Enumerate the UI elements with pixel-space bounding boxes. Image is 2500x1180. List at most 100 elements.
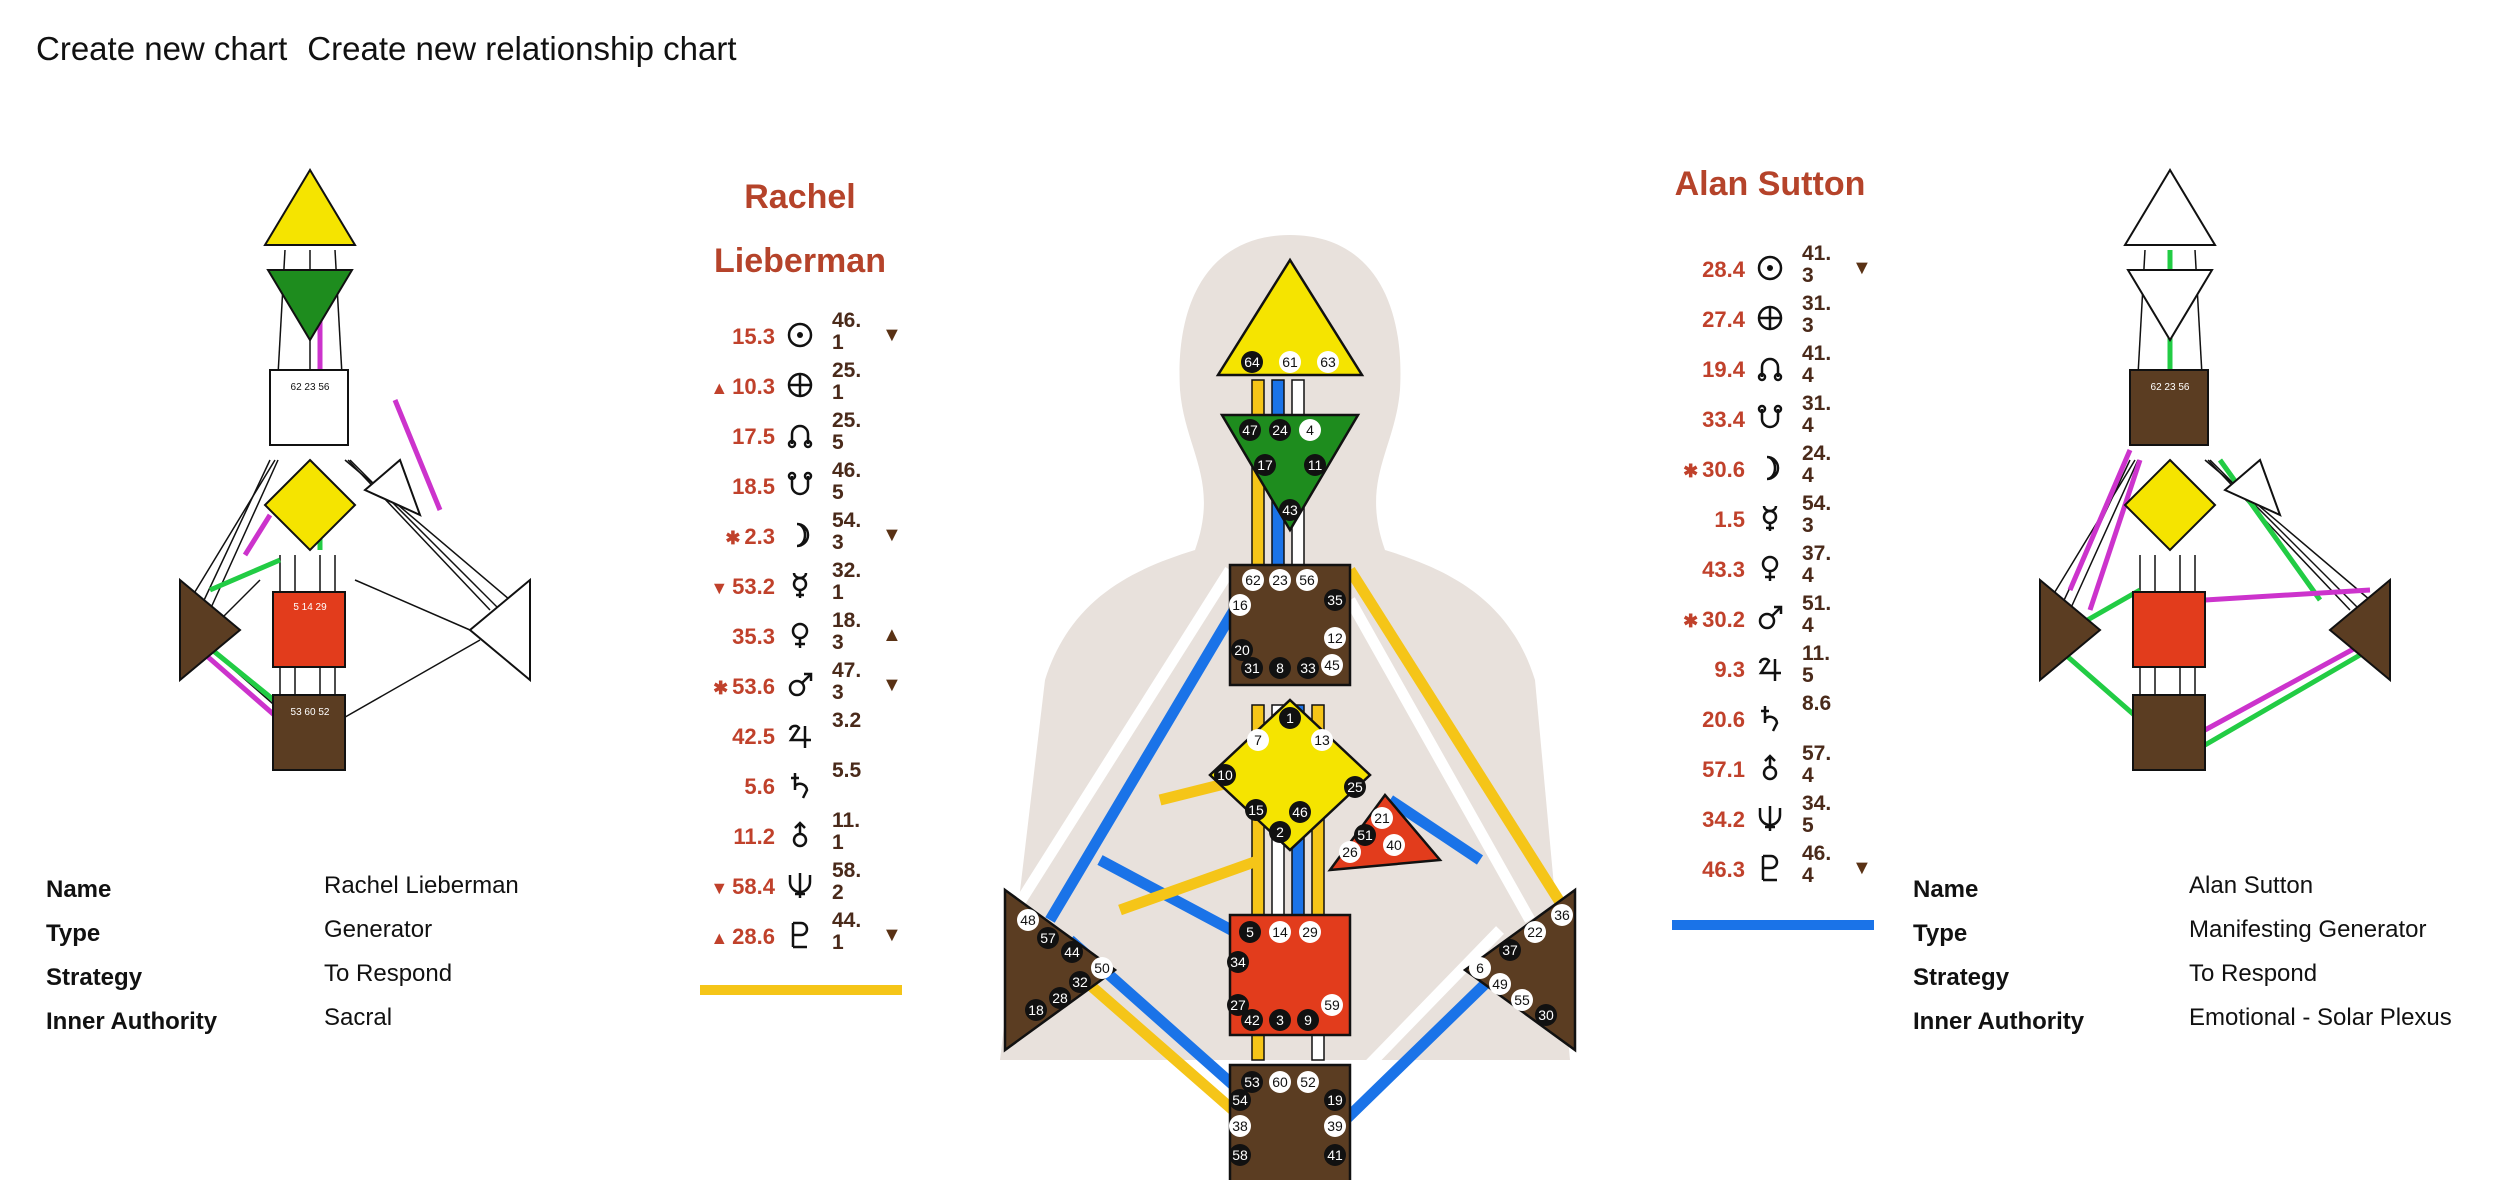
- svg-text:3: 3: [1276, 1012, 1284, 1028]
- svg-text:40: 40: [1386, 837, 1402, 853]
- left-bodygraph: 53 60 52 5 14 29 62 23 56: [179, 168, 531, 771]
- svg-text:45: 45: [1324, 657, 1340, 673]
- authority-value: Emotional - Solar Plexus: [2189, 1004, 2452, 1031]
- earth-icon: [785, 370, 815, 405]
- mars-icon: [1755, 603, 1785, 638]
- sun-icon: [1755, 253, 1785, 288]
- svg-text:24: 24: [1272, 422, 1288, 438]
- activation-marker: ✱: [725, 528, 741, 548]
- activation-value: 57.1: [1625, 757, 1745, 783]
- svg-text:61: 61: [1282, 354, 1298, 370]
- activation-value: 27.4: [1625, 307, 1745, 333]
- activation-value: 11.2: [655, 824, 775, 850]
- design-value: 24.4: [1802, 442, 1832, 487]
- activation-number: 43.3: [1702, 557, 1745, 582]
- activation-value: ▲28.6: [655, 924, 775, 950]
- svg-text:58: 58: [1232, 1147, 1248, 1163]
- svg-text:56: 56: [1299, 572, 1315, 588]
- type-value: Generator: [324, 916, 433, 943]
- activation-number: 30.2: [1702, 607, 1745, 632]
- svg-text:37: 37: [1502, 942, 1518, 958]
- strategy-value: To Respond: [2189, 960, 2318, 987]
- strategy-label: Strategy: [46, 964, 143, 991]
- svg-text:13: 13: [1314, 732, 1330, 748]
- design-value: 41.3: [1802, 242, 1832, 287]
- design-value: 44.1: [832, 909, 862, 954]
- authority-label: Inner Authority: [1913, 1008, 2085, 1035]
- design-value: 5.5: [832, 759, 862, 782]
- svg-text:29: 29: [1302, 924, 1318, 940]
- activation-value: ✱30.6: [1625, 457, 1745, 483]
- activation-value: 20.6: [1625, 707, 1745, 733]
- svg-text:44: 44: [1064, 944, 1080, 960]
- svg-text:1: 1: [1286, 710, 1294, 726]
- activation-value: 42.5: [655, 724, 775, 750]
- svg-text:34: 34: [1230, 954, 1246, 970]
- design-value: 11.5: [1802, 642, 1831, 687]
- strategy-value: To Respond: [324, 960, 453, 987]
- svg-text:17: 17: [1257, 457, 1273, 473]
- type-label: Type: [1913, 920, 1968, 947]
- name-value: Rachel Lieberman: [324, 872, 519, 899]
- svg-text:46: 46: [1292, 804, 1308, 820]
- uranus-icon: [785, 820, 815, 855]
- fixing-arrow-icon: ▼: [882, 924, 902, 946]
- svg-text:21: 21: [1374, 810, 1390, 826]
- design-value: 34.5: [1802, 792, 1832, 837]
- type-label: Type: [46, 920, 101, 947]
- activation-number: 42.5: [732, 724, 775, 749]
- svg-text:48: 48: [1020, 912, 1036, 928]
- design-value: 31.3: [1802, 292, 1832, 337]
- create-new-chart-link[interactable]: Create new chart: [36, 30, 288, 67]
- activation-number: 9.3: [1714, 657, 1745, 682]
- activation-number: 33.4: [1702, 407, 1745, 432]
- activation-marker: ✱: [1683, 611, 1699, 631]
- north-node-icon: [1755, 353, 1785, 388]
- activation-marker: ▲: [710, 928, 729, 948]
- svg-text:2: 2: [1276, 824, 1284, 840]
- activation-value: 5.6: [655, 774, 775, 800]
- design-value: 41.4: [1802, 342, 1832, 387]
- right-accent-bar: [1672, 920, 1874, 930]
- activation-number: 18.5: [732, 474, 775, 499]
- activation-number: 27.4: [1702, 307, 1745, 332]
- design-value: 57.4: [1802, 742, 1832, 787]
- venus-icon: [1755, 553, 1785, 588]
- activation-marker: ✱: [1683, 461, 1699, 481]
- svg-text:62 23 56: 62 23 56: [2151, 382, 2190, 393]
- top-nav: Create new chart Create new relationship…: [36, 30, 737, 68]
- design-value: 8.6: [1802, 692, 1832, 715]
- activation-number: 5.6: [744, 774, 775, 799]
- svg-text:27: 27: [1230, 997, 1246, 1013]
- fixing-arrow-icon: ▼: [882, 674, 902, 696]
- activation-value: 15.3: [655, 324, 775, 350]
- svg-text:49: 49: [1492, 976, 1508, 992]
- activation-value: ✱53.6: [655, 674, 775, 700]
- activation-number: 11.2: [733, 824, 775, 849]
- moon-icon: [1755, 453, 1785, 488]
- activation-number: 34.2: [1702, 807, 1745, 832]
- design-value: 11.1: [832, 809, 861, 854]
- activation-number: 53.2: [732, 574, 775, 599]
- jupiter-icon: [1755, 653, 1785, 688]
- design-value: 46.5: [832, 459, 862, 504]
- svg-text:22: 22: [1527, 924, 1543, 940]
- type-value: Manifesting Generator: [2189, 916, 2427, 943]
- authority-label: Inner Authority: [46, 1008, 218, 1035]
- svg-text:7: 7: [1254, 732, 1262, 748]
- activation-number: 30.6: [1702, 457, 1745, 482]
- fixing-arrow-icon: ▼: [882, 324, 902, 346]
- activation-value: 9.3: [1625, 657, 1745, 683]
- design-value: 25.5: [832, 409, 862, 454]
- mars-icon: [785, 670, 815, 705]
- svg-text:53 60 52: 53 60 52: [291, 707, 330, 718]
- svg-text:28: 28: [1052, 990, 1068, 1006]
- svg-text:31: 31: [1244, 660, 1260, 676]
- activation-value: ✱30.2: [1625, 607, 1745, 633]
- activation-marker: ▼: [710, 578, 729, 598]
- design-value: 18.3: [832, 609, 862, 654]
- activation-value: 19.4: [1625, 357, 1745, 383]
- create-relationship-chart-link[interactable]: Create new relationship chart: [307, 30, 737, 67]
- svg-text:16: 16: [1232, 597, 1248, 613]
- activation-value: 35.3: [655, 624, 775, 650]
